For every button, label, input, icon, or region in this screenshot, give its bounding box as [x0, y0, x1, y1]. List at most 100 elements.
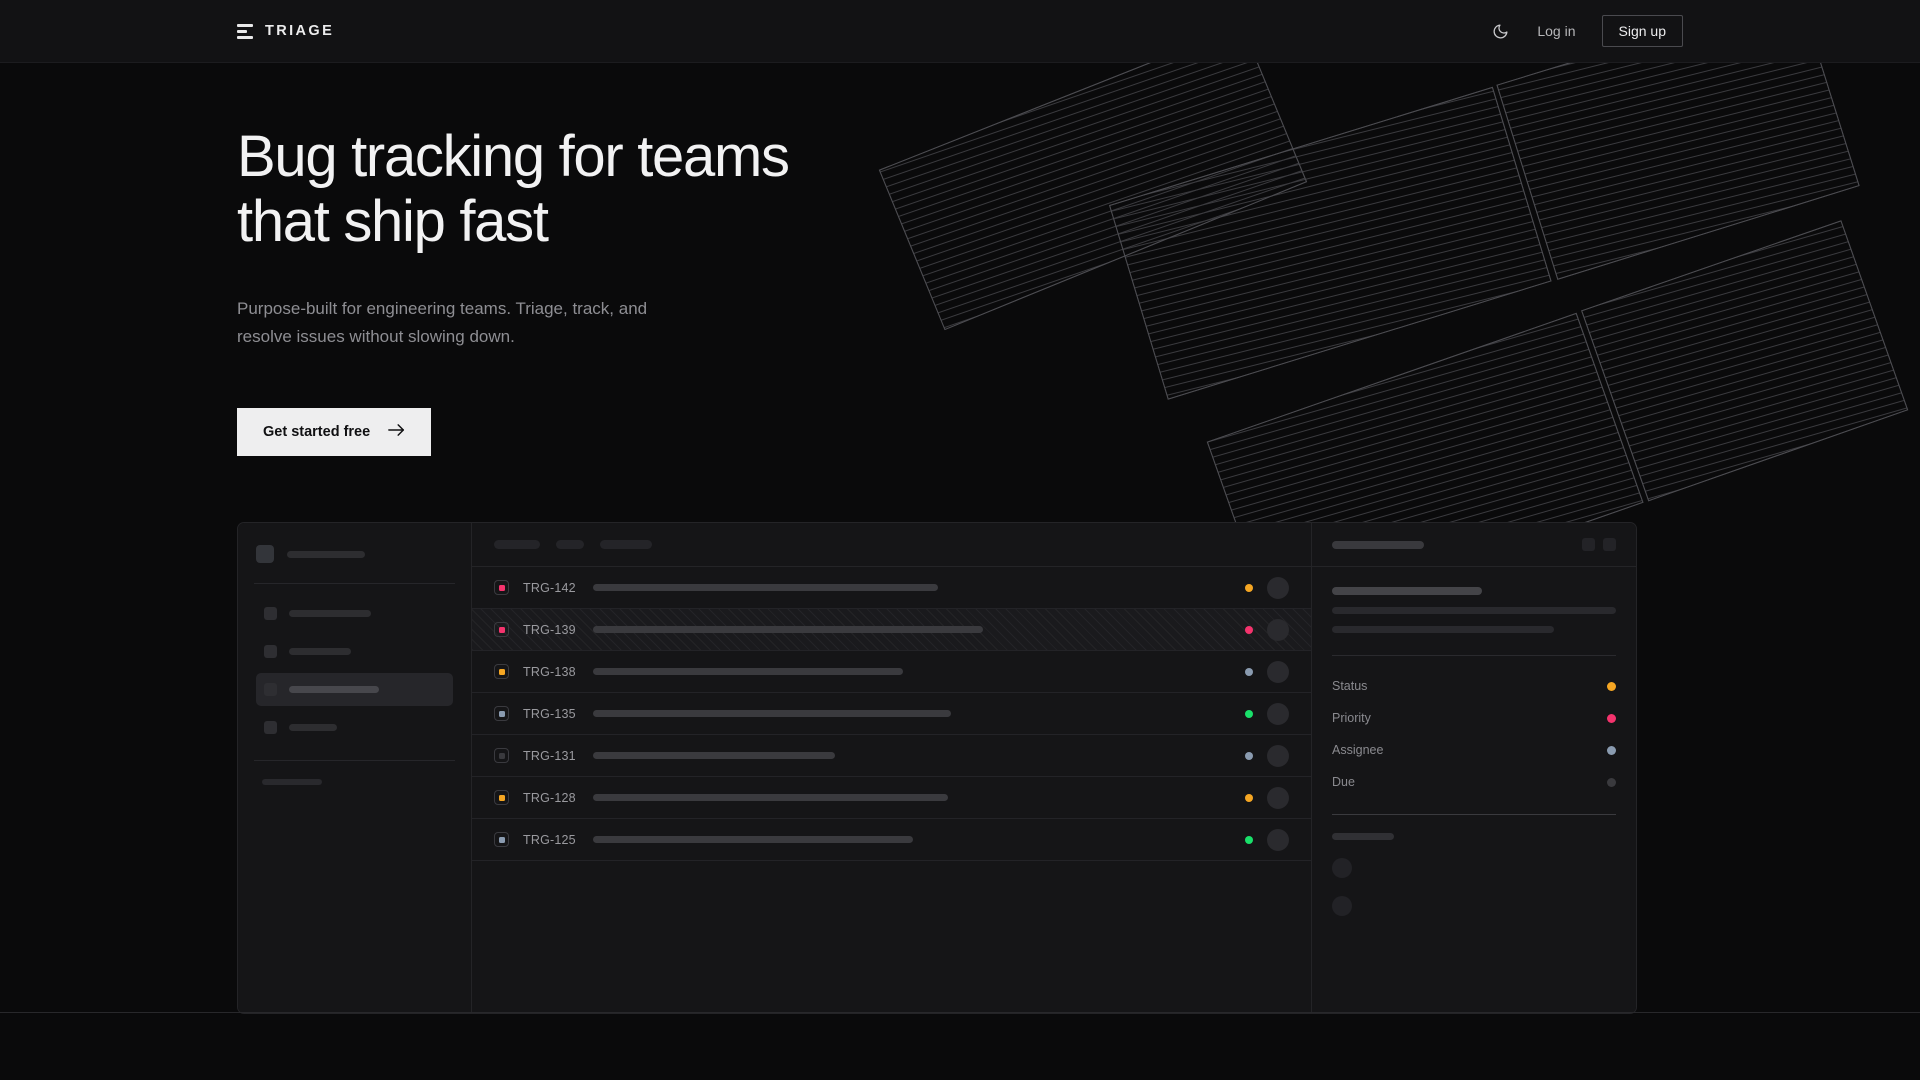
avatar [1267, 660, 1289, 683]
detail-desc-line [1332, 607, 1616, 614]
workspace-switcher[interactable] [256, 545, 453, 583]
top-navbar: TRIAGE Log in Sign up [0, 0, 1920, 63]
table-row[interactable]: TRG-131 [472, 735, 1311, 777]
detail-header [1312, 523, 1636, 567]
get-started-label: Get started free [263, 424, 371, 440]
inbox-icon [264, 645, 277, 658]
list-icon [264, 607, 277, 620]
signup-button[interactable]: Sign up [1601, 15, 1683, 47]
table-row[interactable]: TRG-139 [472, 609, 1311, 651]
detail-divider [1332, 655, 1616, 656]
table-row[interactable]: TRG-135 [472, 693, 1311, 735]
sidebar-divider-2 [254, 760, 455, 761]
ticket-id: TRG-139 [523, 622, 576, 637]
detail-meta-row[interactable]: Status [1332, 670, 1616, 702]
issue-title-placeholder [593, 752, 835, 759]
table-row[interactable]: TRG-142 [472, 567, 1311, 609]
get-started-button[interactable]: Get started free [237, 408, 432, 456]
ticket-id: TRG-138 [523, 664, 576, 679]
mock-sidebar [238, 523, 472, 1013]
ticket-id: TRG-135 [523, 706, 576, 721]
list-toolbar [472, 523, 1311, 567]
brand-name: TRIAGE [265, 23, 335, 39]
issue-title-placeholder [593, 836, 913, 843]
severity-icon [494, 580, 509, 595]
avatar [1267, 828, 1289, 851]
archive-icon [264, 721, 277, 734]
meta-value-dot [1607, 713, 1616, 723]
detail-action-icon-2[interactable] [1603, 538, 1616, 551]
severity-icon [494, 790, 509, 805]
sidebar-item-label [289, 610, 371, 617]
sidebar-project-1[interactable] [256, 803, 453, 827]
meta-label: Assignee [1332, 743, 1384, 757]
detail-divider-2 [1332, 814, 1616, 815]
detail-title-placeholder [1332, 540, 1424, 549]
severity-icon [494, 748, 509, 763]
meta-label: Due [1332, 775, 1355, 789]
comment-avatar [1332, 896, 1352, 916]
meta-label: Status [1332, 679, 1368, 693]
moon-icon[interactable] [1489, 20, 1511, 42]
status-badge [1245, 625, 1253, 634]
ticket-id: TRG-128 [523, 790, 576, 805]
sidebar-project-3[interactable] [256, 851, 453, 875]
detail-meta-row[interactable]: Priority [1332, 702, 1616, 734]
severity-icon [494, 622, 509, 637]
meta-value-dot [1607, 681, 1616, 691]
workspace-name-placeholder [287, 550, 365, 558]
issue-title-placeholder [593, 584, 938, 591]
sidebar-item-label [289, 648, 351, 655]
severity-icon [494, 664, 509, 679]
detail-meta-row[interactable]: Assignee [1332, 734, 1616, 766]
sidebar-item-3-active[interactable] [256, 673, 453, 706]
status-badge [1245, 835, 1253, 844]
triage-logo-icon [237, 23, 253, 39]
issue-title-placeholder [593, 794, 948, 801]
table-row[interactable]: TRG-125 [472, 819, 1311, 861]
ticket-id: TRG-131 [523, 748, 576, 763]
arrow-right-icon [388, 424, 405, 440]
login-link[interactable]: Log in [1537, 23, 1576, 39]
filter-chip-3[interactable] [600, 540, 652, 549]
avatar [1267, 618, 1289, 641]
bug-icon [264, 683, 277, 696]
hero-subtitle: Purpose-built for engineering teams. Tri… [237, 298, 648, 346]
sidebar-item-1[interactable] [256, 597, 453, 630]
hero-section: Bug tracking for teams that ship fast Pu… [237, 63, 1137, 456]
avatar [1267, 786, 1289, 809]
meta-label: Priority [1332, 711, 1371, 725]
severity-icon [494, 706, 509, 721]
sidebar-item-label [289, 724, 337, 731]
table-row[interactable]: TRG-138 [472, 651, 1311, 693]
comment-avatar [1332, 858, 1352, 878]
avatar [1267, 576, 1289, 599]
status-badge [1245, 667, 1253, 676]
avatar [1267, 744, 1289, 767]
table-row[interactable]: TRG-128 [472, 777, 1311, 819]
detail-meta-row[interactable]: Due [1332, 766, 1616, 798]
issue-title-placeholder [593, 710, 951, 717]
detail-issue-title [1332, 587, 1482, 595]
detail-desc-line [1332, 626, 1554, 633]
sidebar-project-2[interactable] [256, 827, 453, 851]
brand-logo[interactable]: TRIAGE [237, 23, 334, 39]
comments-heading-placeholder [1332, 833, 1394, 840]
detail-action-icon-1[interactable] [1582, 538, 1595, 551]
status-badge [1245, 583, 1253, 592]
sidebar-item-2[interactable] [256, 635, 453, 668]
sidebar-item-4[interactable] [256, 711, 453, 744]
issue-title-placeholder [593, 668, 903, 675]
footer-divider [0, 1012, 1920, 1013]
meta-value-dot [1607, 777, 1616, 787]
status-badge [1245, 793, 1253, 802]
filter-chip-2[interactable] [556, 540, 584, 549]
workspace-avatar-icon [256, 545, 274, 563]
filter-chip-1[interactable] [494, 540, 540, 549]
